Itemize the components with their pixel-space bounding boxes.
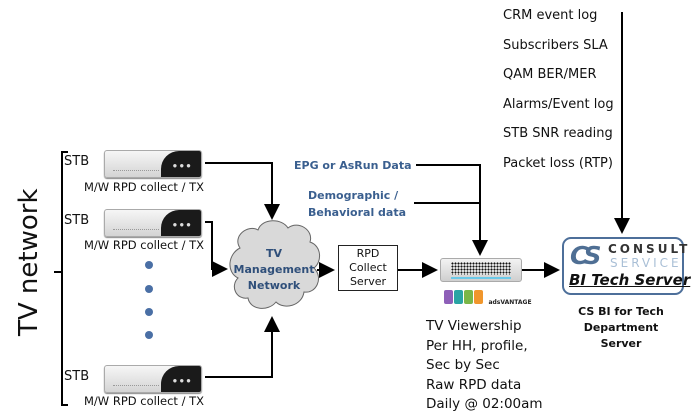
people-icon [444,290,488,308]
tech-source-item: STB SNR reading [503,126,613,141]
cloud-line-1: TV [265,247,283,260]
bi-caption-line: Server [600,337,642,350]
arrow-stb3-to-cloud [205,316,280,378]
bi-caption-line: Department [583,321,659,334]
tv-network-bracket [54,151,68,406]
tech-source-item: Packet loss (RTP) [503,155,613,171]
arrow-stb2-to-cloud [205,221,228,277]
viewership-line: Per HH, profile, [426,337,528,354]
arrow-stb1-to-cloud [205,162,280,220]
bi-tech-server-box: CS CONSULT SERVICE BI Tech Server [562,237,690,295]
viewership-notes: TV Viewership Per HH, profile, Sec by Se… [426,317,543,415]
tv-network-label: TV network [14,188,44,336]
arrow-epg-to-server [416,164,488,256]
stb-caption-2: M/W RPD collect / TX [84,238,205,252]
viewership-line: Raw RPD data [426,376,522,393]
rpd-line-1: RPD [356,247,380,260]
tech-sources-list: CRM event log Subscribers SLA QAM BER/ME… [503,8,614,185]
viewership-line: Sec by Sec [426,357,500,373]
consult-text: CONSULT [608,242,691,256]
bi-tech-server-title: BI Tech Server [569,271,691,289]
bi-caption-line: CS BI for Tech [578,305,664,318]
stb-caption-1: M/W RPD collect / TX [84,180,205,194]
cloud-line-2: Management [233,263,315,276]
tech-source-item: QAM BER/MER [503,67,597,82]
service-text: SERVICE [610,256,682,270]
tv-management-cloud-shape [229,220,320,309]
stb-label-3: STB [64,369,90,384]
demographic-line-1: Demographic / [308,189,399,202]
stb-caption-3: M/W RPD collect / TX [84,394,205,408]
demographic-line-2: Behavioral data [308,206,407,219]
rpd-line-3: Server [349,275,387,288]
bi-server-caption: CS BI for Tech Department Server [566,304,676,352]
epg-asrun-label: EPG or AsRun Data [294,159,412,172]
cloud-line-3: Network [247,279,301,292]
tv-management-network: TV Management Network [232,246,316,294]
ellipsis-dot [145,261,153,269]
rpd-collect-server: RPD Collect Server [338,245,398,291]
adsvantage-server-device [440,258,522,282]
tech-source-item: Subscribers SLA [503,37,608,53]
tech-source-item: Alarms/Event log [503,96,614,112]
ellipsis-dot [145,331,153,339]
viewership-line: Daily @ 02:00am [426,396,543,412]
stb-device-1: ●●● [104,150,202,178]
stb-ellipsis [145,261,153,339]
adsvantage-logo-text: adsVANTAGE [488,299,532,306]
viewership-line: TV Viewership [426,318,522,334]
ellipsis-dot [145,285,153,293]
demographic-label: Demographic / Behavioral data [308,187,406,221]
ellipsis-dot [145,308,153,316]
tech-source-item: CRM event log [503,8,598,23]
adsvantage-logo: adsVANTAGE [444,290,532,309]
consult-service-logo-mark: CS [570,241,602,270]
stb-device-3: ●●● [104,365,202,393]
stb-label-2: STB [64,213,90,228]
rpd-line-2: Collect [349,261,387,274]
stb-label-1: STB [64,154,90,169]
stb-device-2: ●●● [104,209,202,237]
